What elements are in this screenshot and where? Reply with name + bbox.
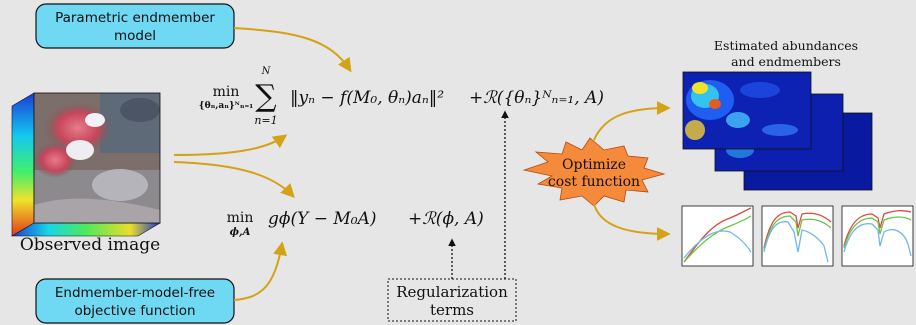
bottom-eq-min: min: [227, 210, 254, 226]
top-equation: min {θₙ,aₙ}ᴺₙ₌₁ N ∑ n=1 ‖yₙ − f(M₀, θₙ)a…: [199, 66, 604, 127]
spectra-plot-1: [681, 205, 754, 267]
regularization-box: Regularization terms: [387, 278, 517, 322]
arrow-to-endmembers: [593, 203, 671, 241]
regularization-arrows: [448, 110, 509, 279]
bottom-eq-body: gϕ(Y − M₀A): [268, 209, 377, 229]
arrow-model-free-to-bottom-eq: [233, 241, 288, 301]
output-arrows: [593, 101, 671, 241]
top-eq-sum-upper: N: [261, 66, 272, 77]
arrow-parametric-to-top-eq: [233, 27, 352, 73]
optimizer-line2: cost function: [548, 174, 640, 190]
arrow-to-abundances: [593, 101, 671, 141]
abundance-map-stack: [682, 71, 873, 191]
bottom-equation: min ϕ,A gϕ(Y − M₀A) +ℛ(ϕ, A): [227, 209, 484, 238]
parametric-model-line2: model: [114, 28, 156, 44]
regularization-line2: terms: [430, 301, 474, 319]
outputs-title-line1: Estimated abundances: [714, 38, 858, 53]
bottom-eq-min-subscript: ϕ,A: [230, 227, 251, 238]
model-free-line1: Endmember-model-free: [55, 285, 215, 301]
abundance-map-front: [682, 71, 812, 150]
spectra-plot-3: [841, 205, 914, 267]
top-eq-regularizer: +ℛ({θₙ}ᴺₙ₌₁, A): [469, 88, 604, 108]
parametric-model-box: Parametric endmember model: [35, 3, 235, 49]
bottom-eq-regularizer: +ℛ(ϕ, A): [408, 209, 484, 229]
input-arrows: [173, 27, 352, 301]
model-free-line2: objective function: [74, 303, 195, 319]
top-eq-sum-symbol: ∑: [255, 79, 277, 114]
spectra-plot-2: [761, 205, 834, 267]
model-free-box: Endmember-model-free objective function: [35, 278, 235, 324]
optimizer-line1: Optimize: [562, 157, 626, 173]
top-eq-body: ‖yₙ − f(M₀, θₙ)aₙ‖²: [290, 88, 444, 108]
observed-image-cube: [10, 92, 162, 237]
top-eq-min: min: [213, 84, 240, 100]
parametric-model-line1: Parametric endmember: [55, 10, 215, 26]
endmember-spectra-plots: [681, 205, 914, 267]
observed-image-caption: Observed image: [20, 235, 160, 255]
arrow-image-to-top-eq: [173, 134, 288, 156]
top-eq-sum-lower: n=1: [254, 114, 277, 127]
regularization-line1: Regularization: [396, 283, 508, 301]
top-eq-min-subscript: {θₙ,aₙ}ᴺₙ₌₁: [199, 101, 253, 111]
optimizer-starburst: Optimize cost function: [522, 137, 666, 207]
outputs-title-line2: and endmembers: [731, 54, 841, 69]
arrow-image-to-bottom-eq: [173, 161, 295, 199]
